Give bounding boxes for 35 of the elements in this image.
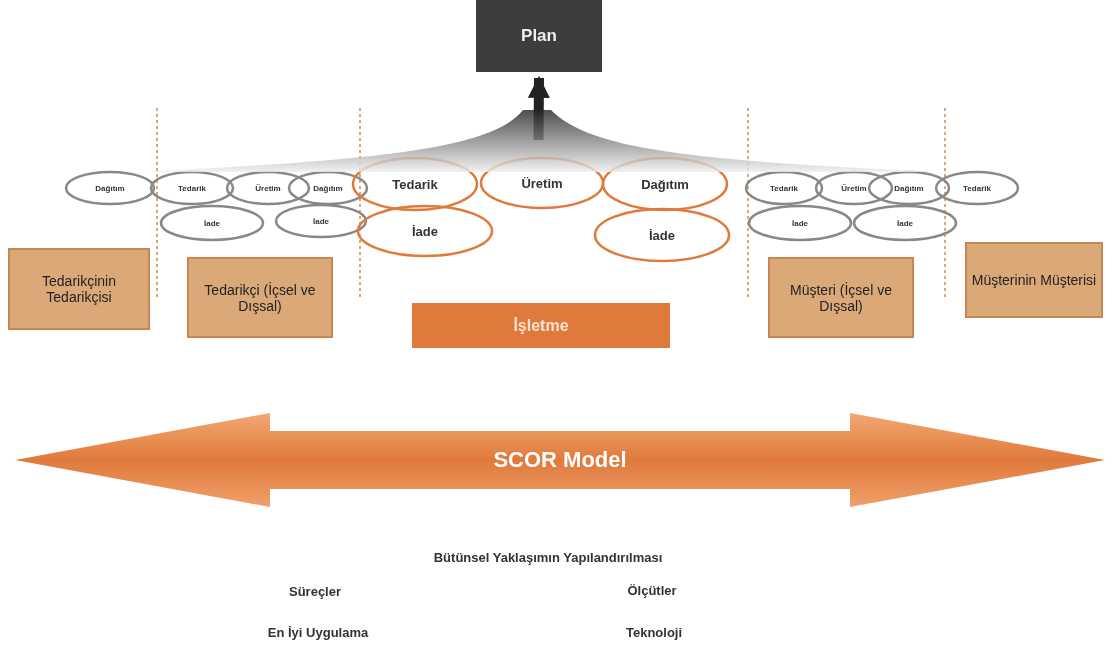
node-text: Tedarikçi (İçsel ve Dışsal) [203, 281, 317, 314]
party-box [187, 257, 333, 338]
node-text: Tedarikçinin Tedarikçisi [41, 273, 117, 305]
node-text: Üretim [841, 183, 867, 193]
note-text: Süreçler [289, 583, 341, 599]
node-text: Dağıtım [313, 183, 343, 193]
node-text: İade [649, 227, 675, 243]
enterprise-bar [412, 303, 670, 348]
note-text: En İyi Uygulama [267, 624, 369, 640]
node-text: İade [897, 218, 913, 228]
node-text: Tedarik [178, 183, 206, 193]
node-text: SCOR Model [493, 447, 627, 473]
party-box [8, 248, 150, 330]
node-text: İade [792, 218, 808, 228]
node-text: Plan [521, 26, 557, 46]
node-text: Dağıtım [95, 183, 125, 193]
node-text: Müşterinin Müşterisi [971, 272, 1097, 288]
node-text: Üretim [521, 175, 563, 191]
node-text: Üretim [255, 183, 281, 193]
node-text: İade [204, 218, 220, 228]
node-text: Tedarik [963, 183, 991, 193]
node-text: Dağıtım [894, 183, 924, 193]
node-text: Dağıtım [641, 176, 689, 192]
plan-box [476, 0, 602, 72]
node-text: Müşteri (İçsel ve Dışsal) [789, 281, 893, 314]
node-text: İade [412, 223, 438, 239]
note-text: Teknoloji [625, 624, 683, 640]
note-text: Bütünsel Yaklaşımın Yapılandırılması [433, 549, 663, 565]
node-text: Tedarik [392, 176, 438, 192]
party-box [965, 242, 1103, 318]
node-text: İade [313, 216, 329, 226]
node-text: İşletme [513, 316, 569, 335]
note-text: Ölçütler [627, 582, 677, 598]
node-text: Tedarik [770, 183, 798, 193]
party-box [768, 257, 914, 338]
